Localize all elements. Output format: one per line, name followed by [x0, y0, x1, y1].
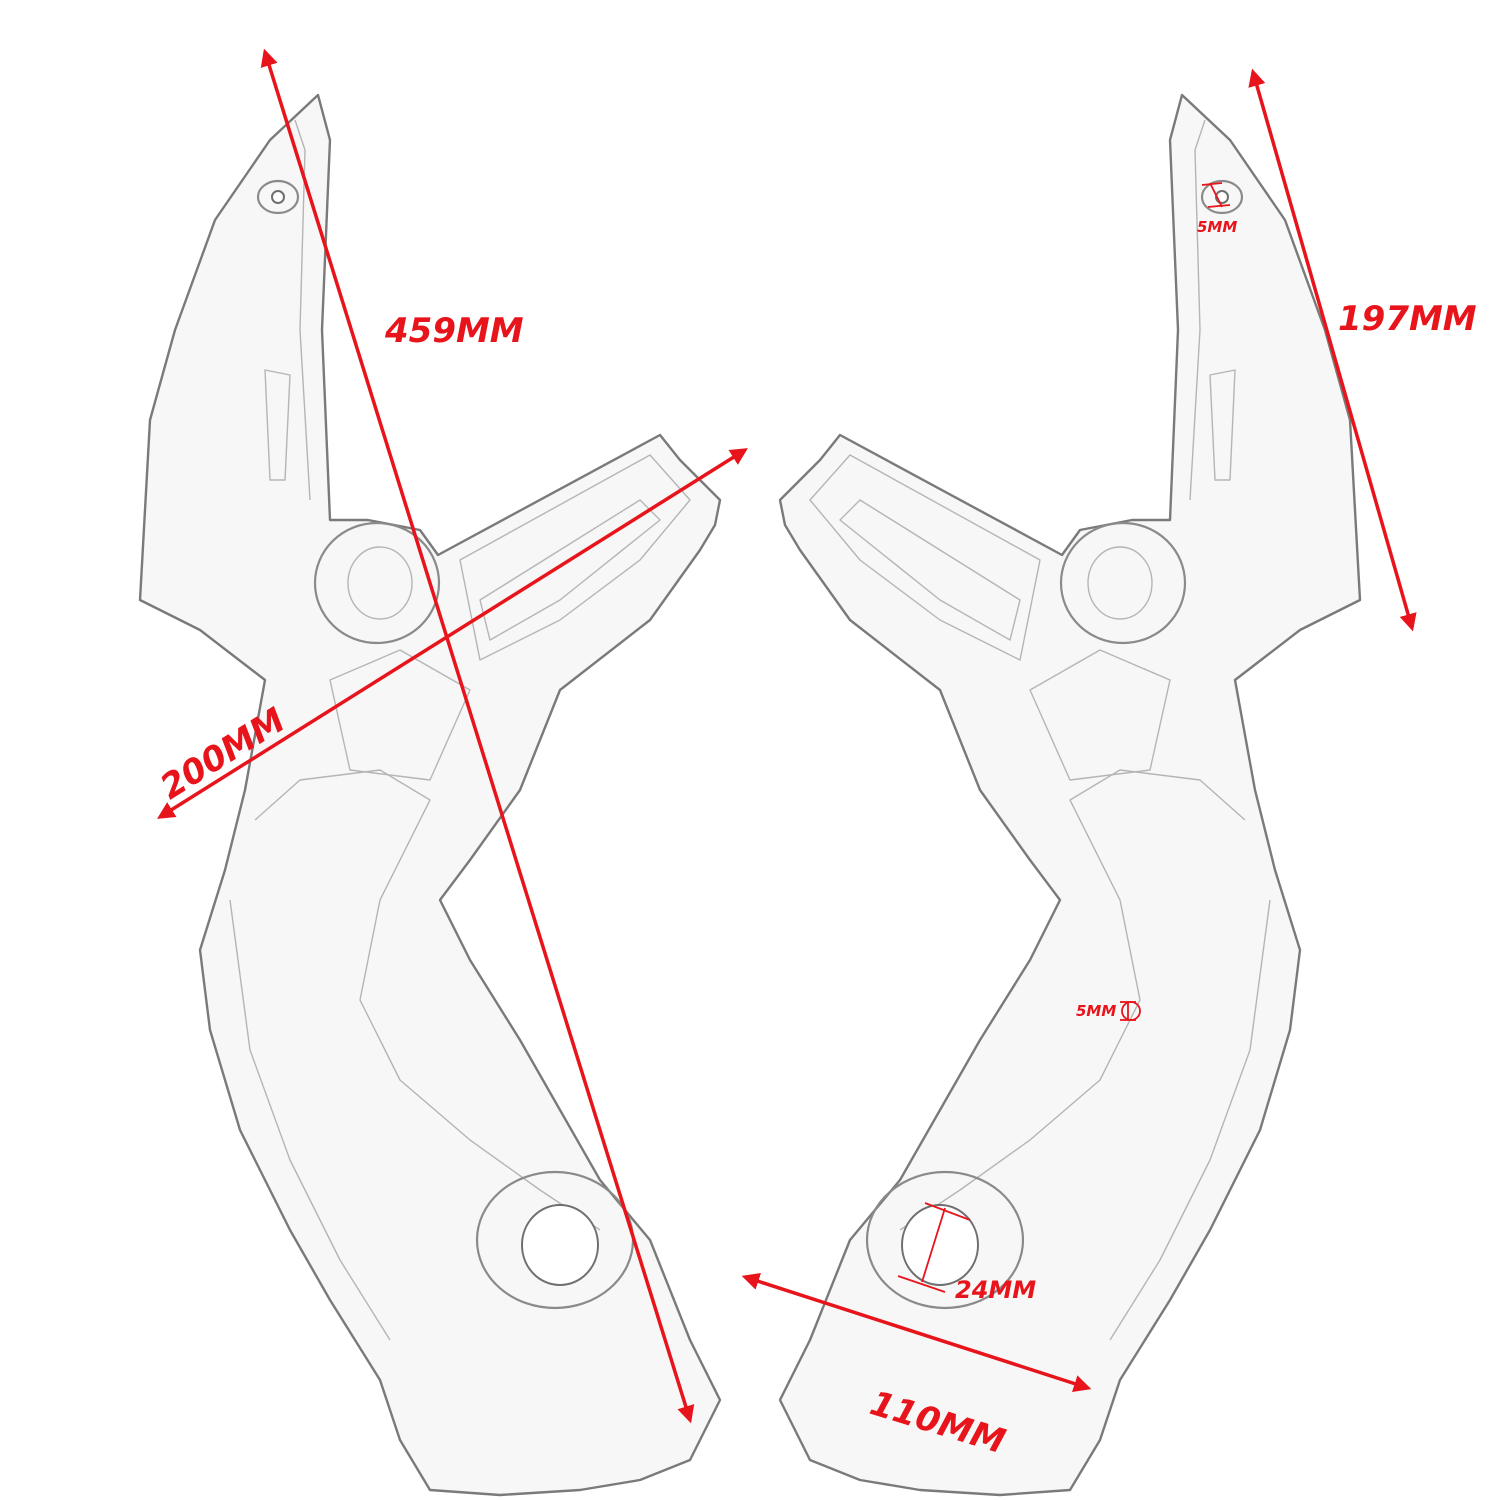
dim-line-110 [741, 1272, 1092, 1393]
dim-tick-5-top-b [1207, 204, 1231, 208]
dim-line-5-top [1209, 182, 1223, 208]
dim-line-200 [157, 448, 748, 819]
right-top-mount [1200, 179, 1244, 215]
left-frame-cover [138, 93, 722, 1497]
dim-tick-5-top-a [1201, 182, 1223, 186]
right-cover-contour-3 [839, 499, 1021, 641]
right-cover-contour-1 [1189, 119, 1236, 501]
dim-line-24 [921, 1207, 946, 1283]
dim-tick-24-top [924, 1202, 971, 1221]
right-upper-boss-inner [1087, 546, 1153, 620]
right-cover-contour-5 [1029, 649, 1171, 781]
dim-tick-24-bottom [897, 1275, 946, 1293]
dim-line-197 [1248, 68, 1417, 632]
right-cover-body [778, 93, 1362, 1497]
dimension-lines [157, 48, 1417, 1424]
right-upper-boss [1059, 521, 1187, 645]
dim-circle-5-mid [1121, 1001, 1141, 1021]
label-197mm: 197MM [1338, 299, 1477, 339]
label-24mm: 24MM [955, 1276, 1036, 1304]
label-5mm-mid: 5MM [1076, 1002, 1116, 1020]
left-bottom-hole [521, 1204, 599, 1286]
left-top-hole [271, 190, 285, 204]
label-459mm: 459MM [384, 311, 524, 351]
label-5mm-top: 5MM [1197, 218, 1237, 236]
right-frame-cover [778, 93, 1362, 1497]
right-cover-contour-4 [899, 769, 1271, 1341]
right-bottom-hole [901, 1204, 979, 1286]
right-cover-contour-2 [809, 454, 1041, 661]
left-cover-body [138, 93, 722, 1497]
